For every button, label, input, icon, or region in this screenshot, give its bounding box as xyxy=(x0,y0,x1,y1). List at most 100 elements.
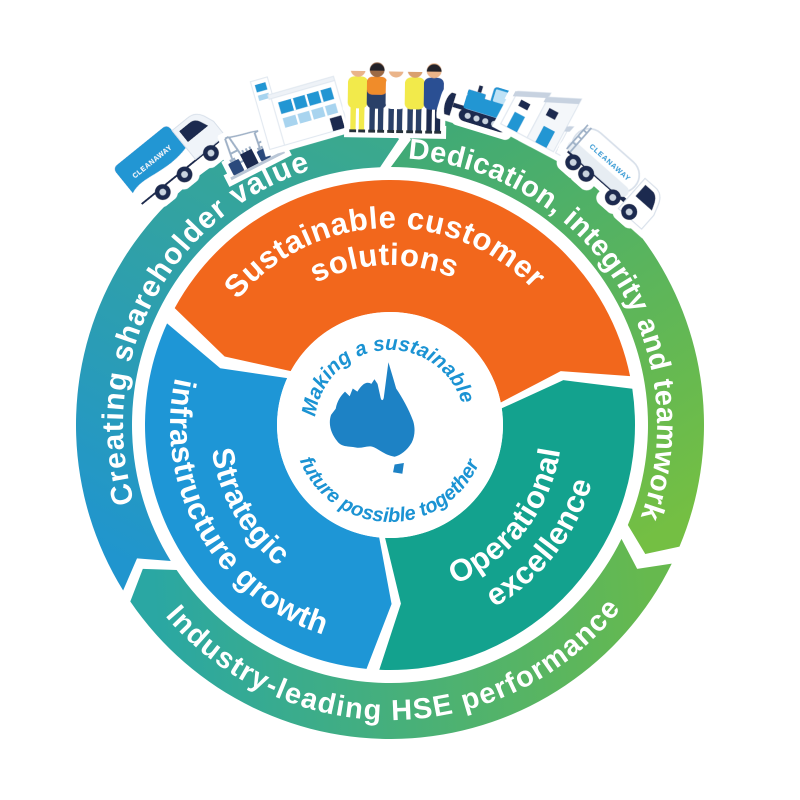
door xyxy=(329,115,345,132)
torso xyxy=(385,76,406,110)
power-line xyxy=(226,130,259,139)
hard-hat-brim xyxy=(405,68,425,73)
workers-icon xyxy=(347,60,444,134)
hub-icon xyxy=(207,149,215,157)
truck-box xyxy=(114,126,193,201)
shoes xyxy=(415,130,423,134)
hub-icon xyxy=(159,188,167,196)
inner-segment-customer-solutions xyxy=(174,180,631,403)
top-illustrations: CLEANAWAY CLEANAWAY xyxy=(114,60,661,230)
cab xyxy=(490,87,514,108)
bushing xyxy=(248,146,252,150)
bushing xyxy=(256,147,261,151)
track-wheel xyxy=(482,118,489,125)
mullion xyxy=(322,106,328,117)
roof xyxy=(512,91,551,99)
blade xyxy=(443,92,457,116)
shoes xyxy=(358,129,366,133)
tower-window xyxy=(254,82,268,93)
worker-figure xyxy=(385,61,406,134)
bushing xyxy=(244,147,248,152)
mullion xyxy=(290,98,297,111)
box-truck-icon: CLEANAWAY xyxy=(114,113,226,205)
dozer-body xyxy=(463,94,511,121)
inner-segment-operational-excellence xyxy=(379,380,636,671)
legs xyxy=(407,107,414,134)
legs xyxy=(434,107,441,134)
shoes xyxy=(368,129,376,133)
torso xyxy=(404,77,425,110)
legs xyxy=(396,107,403,134)
blade-arm xyxy=(452,102,467,112)
tank-ladder xyxy=(566,124,593,153)
hair xyxy=(369,63,385,71)
bushing xyxy=(229,159,233,163)
hard-hat-brim xyxy=(386,68,406,72)
tanker-window xyxy=(635,184,656,211)
tanker-truck-icon: CLEANAWAY xyxy=(565,124,661,230)
mullion xyxy=(304,94,310,107)
transformer xyxy=(228,159,245,176)
exhaust xyxy=(477,85,484,93)
australia-map-icon xyxy=(329,362,415,474)
shoes xyxy=(387,129,395,134)
legs xyxy=(388,106,395,134)
legs xyxy=(369,106,376,133)
track-wheel xyxy=(491,120,498,127)
legs xyxy=(377,106,384,133)
hub-icon xyxy=(625,208,633,216)
transformer xyxy=(239,148,259,169)
substation-base xyxy=(230,150,286,181)
bushing xyxy=(241,149,245,154)
tower-window xyxy=(257,92,270,101)
outer-segment-teamwork xyxy=(390,111,705,554)
worker-figure xyxy=(423,63,444,134)
engine xyxy=(467,89,486,100)
office-building-icon xyxy=(249,75,349,151)
legs xyxy=(415,107,422,134)
door xyxy=(506,111,526,133)
legs xyxy=(426,107,433,134)
truck-cab xyxy=(171,113,226,160)
bushing xyxy=(232,157,236,161)
hub-icon xyxy=(181,171,188,178)
inner-segment-infrastructure-growth xyxy=(145,323,392,669)
bulldozer-icon xyxy=(443,85,514,133)
shoes xyxy=(377,129,385,133)
hub-icon xyxy=(582,170,590,178)
track-wheel xyxy=(464,112,471,119)
hard-hat xyxy=(407,61,424,70)
hair xyxy=(426,64,442,72)
tank-shade xyxy=(567,141,629,197)
roof xyxy=(543,97,582,105)
outer-segment-hse xyxy=(130,538,672,739)
hard-hat xyxy=(350,60,367,69)
tank xyxy=(571,127,641,194)
safety-vest xyxy=(366,76,387,95)
transformer xyxy=(256,147,271,162)
outer-segment-shareholder-value xyxy=(75,111,399,591)
shoes xyxy=(406,130,414,134)
door xyxy=(535,125,556,149)
hard-hat xyxy=(388,61,405,70)
worker-figure xyxy=(404,61,425,134)
legs xyxy=(358,106,365,133)
shoes xyxy=(425,130,433,134)
hub-icon xyxy=(609,194,617,201)
mullion xyxy=(318,90,324,103)
mullion xyxy=(309,110,314,121)
mullion xyxy=(295,114,301,125)
worker-figure xyxy=(366,62,387,133)
shoes xyxy=(434,130,442,134)
bushing xyxy=(260,145,264,150)
window xyxy=(518,99,531,111)
shoes xyxy=(349,129,357,133)
hard-hat-brim xyxy=(348,67,368,72)
worker-figure xyxy=(347,60,368,133)
torso xyxy=(423,77,444,110)
torso xyxy=(347,76,368,109)
legs xyxy=(350,106,357,133)
